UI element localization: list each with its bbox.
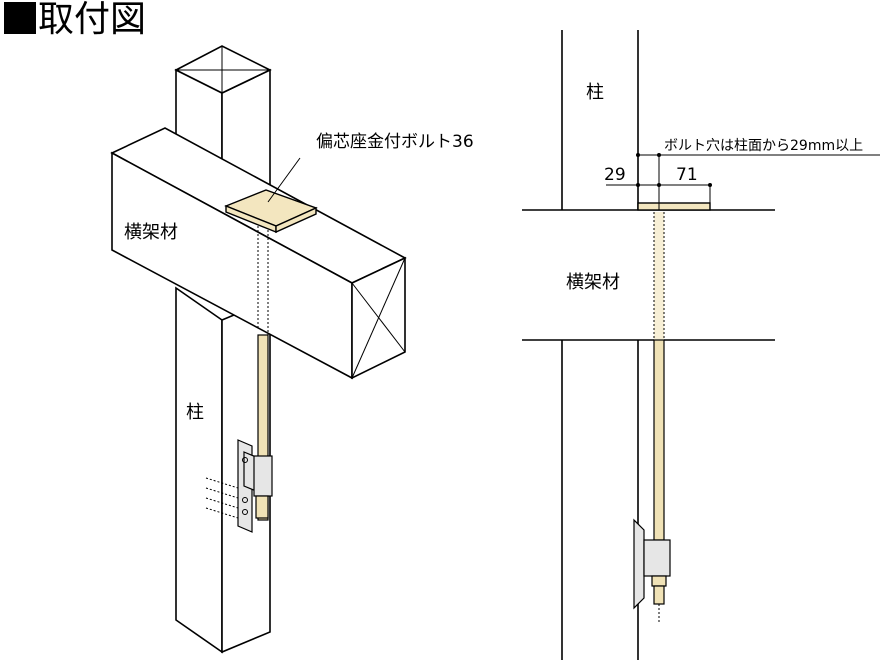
left-isometric-view: 偏芯座金付ボルト36 横架材 柱 [110, 45, 474, 654]
bolt-callout-leader [267, 157, 301, 203]
right-column-label: 柱 [586, 82, 604, 103]
title-text: 取付図 [38, 0, 147, 40]
dim-71-label: 71 [676, 165, 698, 185]
left-beam-label: 横架材 [124, 222, 178, 243]
right-washer-plate [637, 202, 711, 211]
right-section-view: 29 71 ボルト穴は柱面から29mm以上 柱 横架材 [522, 30, 880, 660]
dim-29-label: 29 [604, 165, 626, 185]
right-bolt-hidden-fill [654, 212, 664, 340]
page-title: 取付図 [4, 0, 146, 40]
left-column-label: 柱 [186, 402, 204, 423]
left-hardware [205, 439, 273, 533]
left-washer-plate [224, 189, 318, 234]
right-beam-label: 横架材 [566, 272, 620, 293]
right-hardware [633, 518, 671, 622]
right-bolt-visible [653, 339, 665, 541]
left-bolt-visible [257, 334, 269, 521]
right-dimensions [606, 153, 880, 210]
bolt-callout-label: 偏芯座金付ボルト36 [316, 132, 474, 152]
left-bolt-hidden [257, 226, 269, 340]
bolt-hole-note: ボルト穴は柱面から29mm以上 [664, 138, 863, 154]
black-square-icon [4, 2, 36, 34]
